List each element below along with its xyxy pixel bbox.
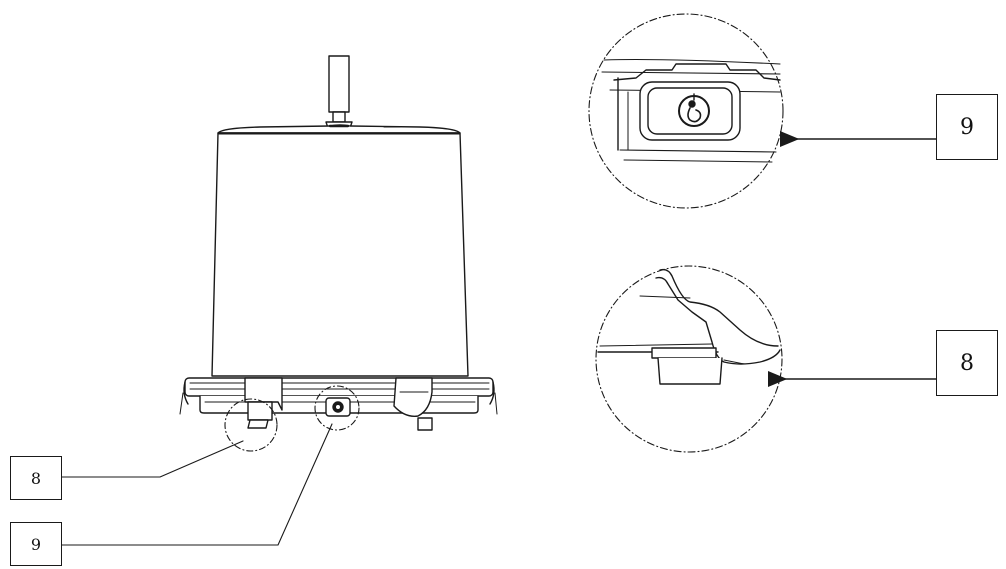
detail-view-8	[595, 265, 783, 453]
detail-circle-9-marker	[314, 385, 360, 431]
device-body	[211, 132, 469, 377]
callout-8-label: 8	[10, 456, 62, 500]
leader-lines	[61, 423, 333, 546]
device-front-view	[179, 55, 498, 452]
right-latch	[393, 377, 433, 431]
top-stem	[325, 55, 353, 129]
detail-circle-8-marker	[224, 398, 278, 452]
detail-8-label: 8	[936, 330, 998, 396]
left-latch	[244, 377, 283, 429]
center-lock	[325, 397, 351, 417]
callout-9-label: 9	[10, 522, 62, 566]
leader-line-9	[61, 423, 333, 546]
detail-9-label: 9	[936, 94, 998, 160]
detail-view-9	[588, 13, 784, 209]
leader-line-8	[61, 440, 244, 478]
